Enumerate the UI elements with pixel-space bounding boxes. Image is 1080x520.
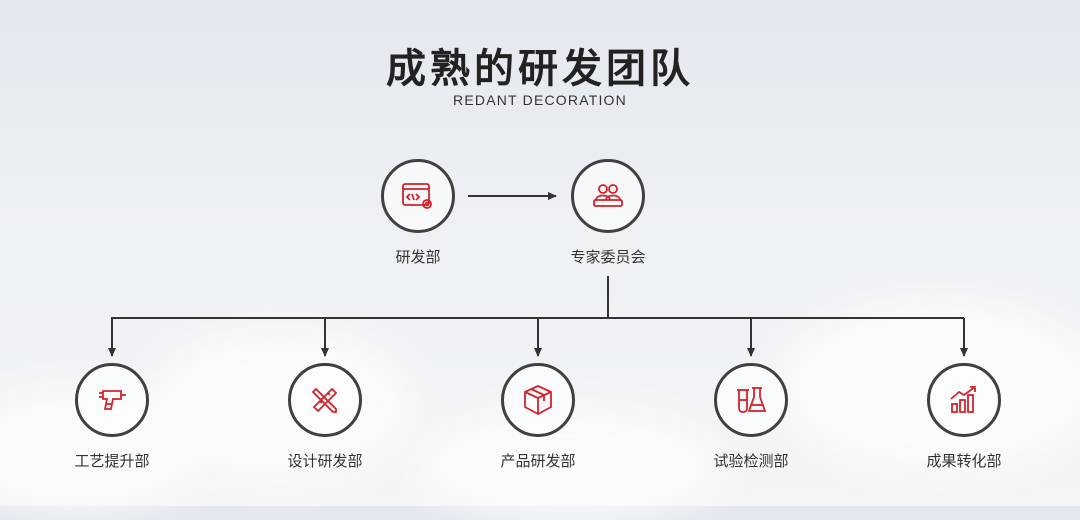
node-label: 设计研发部 [287, 452, 363, 470]
growth-chart-icon [950, 386, 976, 413]
icon-ring [501, 363, 575, 437]
icon-ring [714, 363, 788, 437]
node-label: 专家委员会 [570, 248, 646, 266]
node-label: 成果转化部 [926, 452, 1002, 470]
code-window-gear-icon [402, 183, 432, 209]
package-box-icon [524, 385, 552, 416]
team-people-icon [593, 184, 623, 207]
node-label: 试验检测部 [713, 452, 789, 470]
node-label: 研发部 [395, 248, 441, 266]
page-subtitle: REDANT DECORATION [453, 92, 627, 108]
icon-ring [571, 159, 645, 233]
lab-flask-icon [737, 387, 767, 413]
pencil-ruler-icon [311, 387, 338, 413]
drill-icon [99, 390, 126, 410]
icon-ring [288, 363, 362, 437]
icon-ring [381, 159, 455, 233]
icon-ring [75, 363, 149, 437]
node-label: 产品研发部 [500, 452, 576, 470]
org-connectors [108, 192, 968, 357]
node-label: 工艺提升部 [74, 452, 150, 470]
page-title: 成熟的研发团队 [386, 46, 694, 92]
cloud-decoration [420, 410, 720, 520]
icon-ring [927, 363, 1001, 437]
